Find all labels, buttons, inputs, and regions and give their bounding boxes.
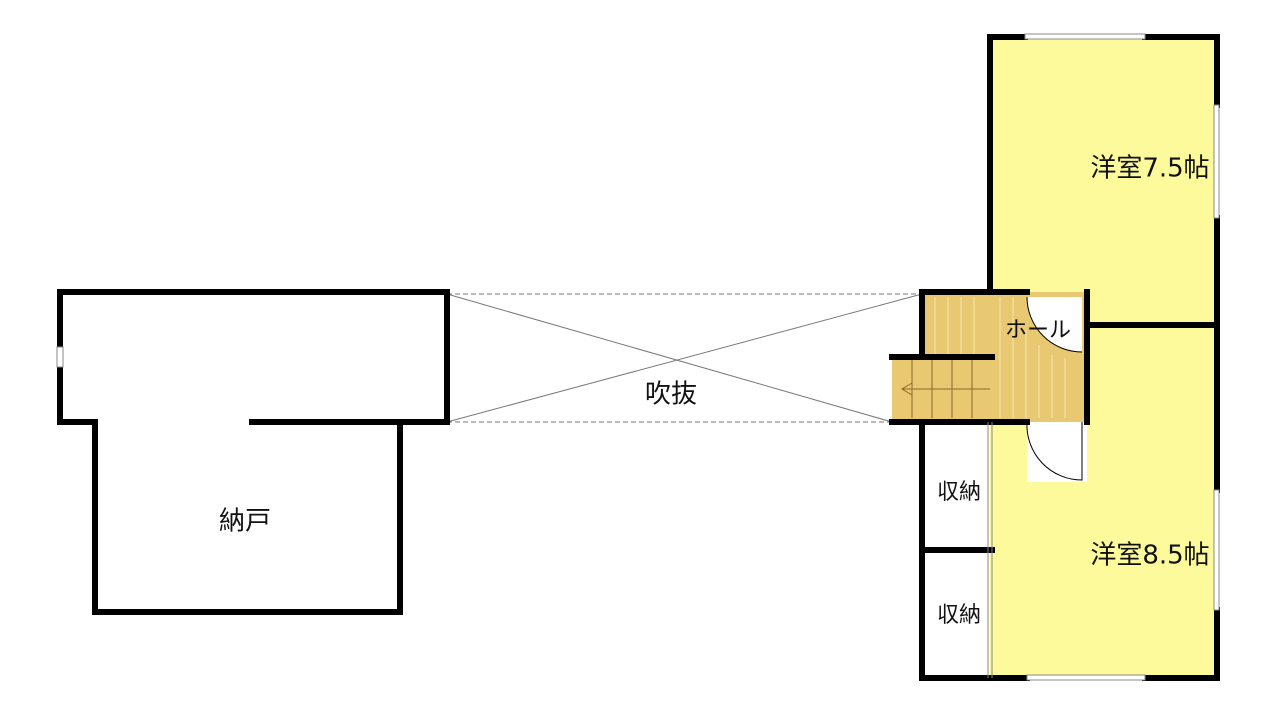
walls (57, 34, 1220, 681)
hall-door-area (1027, 422, 1087, 482)
room-label-storeroom: 納戸 (218, 506, 272, 537)
windows (56, 33, 1220, 681)
room-label-closet-lower: 収納 (936, 603, 982, 628)
room-label-western-lower: 洋室8.5帖 (1090, 540, 1210, 571)
room-label-hall: ホール (1004, 318, 1072, 343)
void-lines (446, 293, 923, 423)
room-label-closet-upper: 収納 (936, 480, 982, 505)
room-label-void: 吹抜 (644, 379, 698, 410)
door-swing (1026, 421, 1083, 481)
western-room-upper-fill (990, 37, 1217, 325)
room-label-western-upper: 洋室7.5帖 (1090, 153, 1210, 184)
